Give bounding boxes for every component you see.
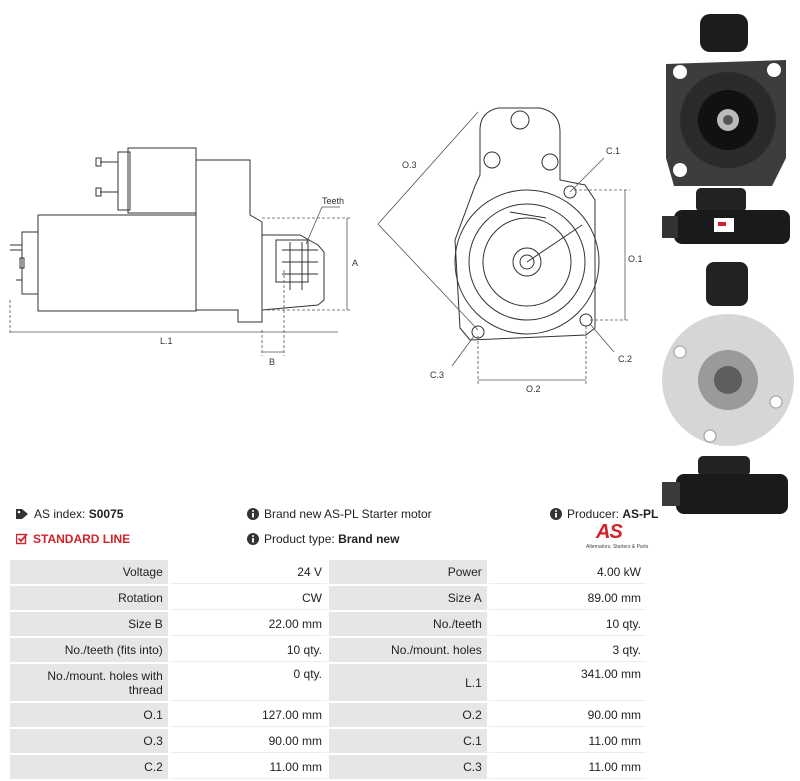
info-icon xyxy=(247,508,259,520)
pinion-outline xyxy=(261,234,325,311)
product-type-row: Product type: Brand new xyxy=(247,532,399,546)
table-row: Rotation CW Size A 89.00 mm xyxy=(10,586,646,610)
dim-o1-label: O.1 xyxy=(628,254,643,264)
standard-line-row: STANDARD LINE xyxy=(16,532,130,546)
spec-value: 4.00 kW xyxy=(488,560,646,584)
producer-row: Producer: AS-PL xyxy=(550,507,658,521)
product-type-label: Product type: xyxy=(264,532,335,546)
table-row: O.3 90.00 mm C.1 11.00 mm xyxy=(10,729,646,753)
photo-front-flange xyxy=(666,14,786,186)
photo-side-top xyxy=(662,188,790,244)
spec-label: Power xyxy=(328,560,487,584)
spec-label: O.3 xyxy=(10,729,168,753)
description-row: Brand new AS-PL Starter motor xyxy=(247,507,432,521)
drive-housing-outline xyxy=(195,159,263,323)
dim-a-label: A xyxy=(352,258,358,268)
spec-label: No./mount. holes xyxy=(328,638,487,662)
spec-value: 22.00 mm xyxy=(169,612,327,636)
spec-value: 11.00 mm xyxy=(488,729,646,753)
photo-rear xyxy=(662,262,794,446)
as-index-label: AS index: xyxy=(34,507,86,521)
spec-label: L.1 xyxy=(328,664,487,701)
spec-value: 341.00 mm xyxy=(488,664,646,701)
spec-value: 127.00 mm xyxy=(169,703,327,727)
solenoid-outline xyxy=(127,147,197,214)
dim-o2-label: O.2 xyxy=(526,384,541,394)
table-row: O.1 127.00 mm O.2 90.00 mm xyxy=(10,703,646,727)
spec-label: C.1 xyxy=(328,729,487,753)
info-icon xyxy=(550,508,562,520)
dim-c2-label: C.2 xyxy=(618,354,632,364)
spec-label: No./teeth (fits into) xyxy=(10,638,168,662)
as-pl-logo: AS Alternators, Starters & Parts xyxy=(586,521,650,553)
spec-label: Voltage xyxy=(10,560,168,584)
technical-drawing: Teeth A B L.1 O.3 O.1 O.2 C.1 C.2 C.3 xyxy=(9,107,643,394)
hole-c1 xyxy=(563,185,577,199)
spec-value: 89.00 mm xyxy=(488,586,646,610)
table-row: Size B 22.00 mm No./teeth 10 qty. xyxy=(10,612,646,636)
spec-value: CW xyxy=(169,586,327,610)
table-row: No./teeth (fits into) 10 qty. No./mount.… xyxy=(10,638,646,662)
standard-line-label: STANDARD LINE xyxy=(33,532,131,546)
spec-value: 10 qty. xyxy=(169,638,327,662)
tag-icon xyxy=(16,509,28,519)
spec-value: 90.00 mm xyxy=(488,703,646,727)
spec-label: Size A xyxy=(328,586,487,610)
spec-value: 24 V xyxy=(169,560,327,584)
logo-tagline: Alternators, Starters & Parts xyxy=(586,544,649,550)
dim-c3-label: C.3 xyxy=(430,370,444,380)
spec-value: 10 qty. xyxy=(488,612,646,636)
spec-label: O.1 xyxy=(10,703,168,727)
teeth-label: Teeth xyxy=(322,196,344,206)
table-row: C.2 11.00 mm C.3 11.00 mm xyxy=(10,755,646,779)
dim-l1-label: L.1 xyxy=(160,336,173,346)
as-index-value: S0075 xyxy=(88,507,124,521)
flange-outline xyxy=(454,107,596,341)
dim-o3-label: O.3 xyxy=(402,160,417,170)
producer-label: Producer: xyxy=(567,507,620,521)
photo-side-bottom xyxy=(662,456,788,514)
spec-value: 11.00 mm xyxy=(169,755,327,779)
as-index-row: AS index: S0075 xyxy=(16,507,123,521)
spec-label: C.2 xyxy=(10,755,168,779)
spec-label: Rotation xyxy=(10,586,168,610)
description-text: Brand new AS-PL Starter motor xyxy=(264,507,432,521)
checkbox-checked-icon xyxy=(16,533,28,545)
motor-body-outline xyxy=(37,214,197,312)
spec-label: No./mount. holes with thread xyxy=(10,664,168,701)
info-icon xyxy=(247,533,259,545)
table-row: No./mount. holes with thread 0 qty. L.1 … xyxy=(10,664,646,701)
spec-label: Size B xyxy=(10,612,168,636)
spec-label: O.2 xyxy=(328,703,487,727)
logo-mark: AS xyxy=(596,521,623,543)
spec-label: C.3 xyxy=(328,755,487,779)
spec-label: No./teeth xyxy=(328,612,487,636)
dim-b-label: B xyxy=(269,357,275,367)
spec-value: 0 qty. xyxy=(169,664,327,701)
dim-c1-label: C.1 xyxy=(606,146,620,156)
producer-value: AS-PL xyxy=(622,507,659,521)
specifications-table: Voltage 24 V Power 4.00 kW Rotation CW S… xyxy=(8,558,648,781)
spec-value: 3 qty. xyxy=(488,638,646,662)
product-type-value: Brand new xyxy=(338,532,400,546)
spec-value: 11.00 mm xyxy=(488,755,646,779)
table-row: Voltage 24 V Power 4.00 kW xyxy=(10,560,646,584)
spec-value: 90.00 mm xyxy=(169,729,327,753)
